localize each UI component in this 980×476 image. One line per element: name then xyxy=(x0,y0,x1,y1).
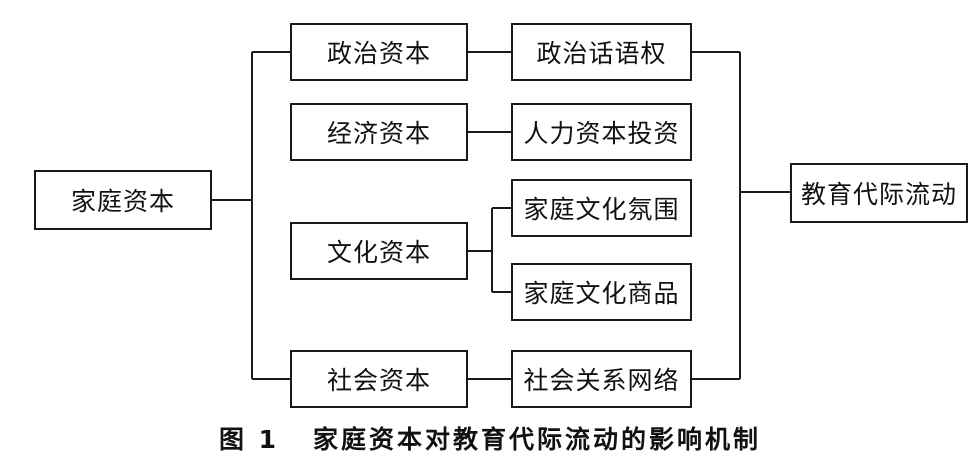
node-social-network: 社会关系网络 xyxy=(511,350,692,408)
node-political-capital: 政治资本 xyxy=(290,23,468,81)
node-educational-mobility: 教育代际流动 xyxy=(790,163,968,223)
node-cultural-capital: 文化资本 xyxy=(290,222,468,280)
node-family-cultural-atmosphere: 家庭文化氛围 xyxy=(511,179,692,237)
node-political-discourse: 政治话语权 xyxy=(511,23,692,81)
node-family-capital: 家庭资本 xyxy=(34,170,212,230)
figure-number: 图 1 xyxy=(218,425,280,454)
node-social-capital: 社会资本 xyxy=(290,350,468,408)
node-human-capital-investment: 人力资本投资 xyxy=(511,103,692,161)
node-economic-capital: 经济资本 xyxy=(290,103,468,161)
figure-caption: 图 1 家庭资本对教育代际流动的影响机制 xyxy=(0,420,980,456)
figure-title: 家庭资本对教育代际流动的影响机制 xyxy=(313,425,762,454)
node-family-cultural-goods: 家庭文化商品 xyxy=(511,263,692,321)
